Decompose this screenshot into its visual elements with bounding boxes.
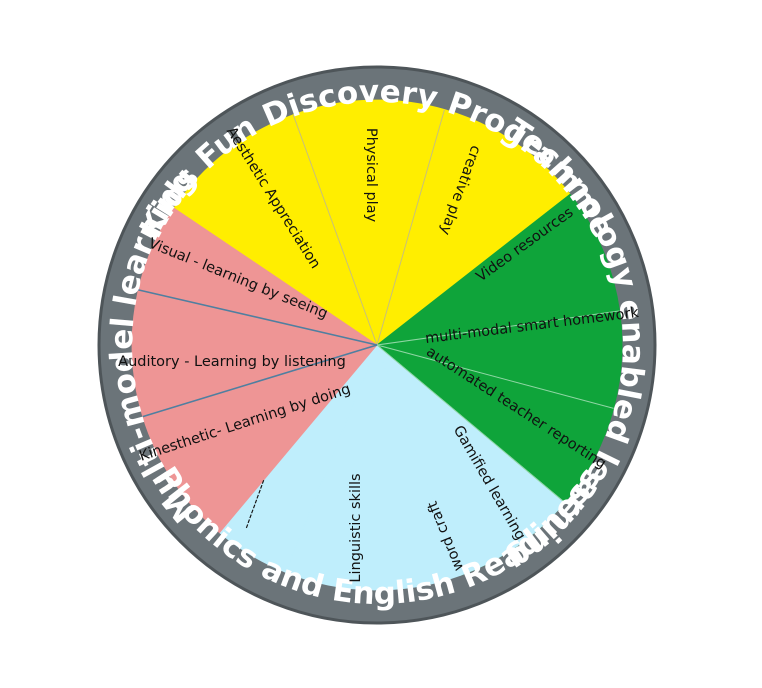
divider-pink-1 xyxy=(138,289,378,346)
divider-lines xyxy=(138,109,620,503)
sector-video xyxy=(375,193,621,346)
sector-auditory xyxy=(131,289,379,418)
divider-pink-0 xyxy=(142,344,378,418)
divider-yellow-0 xyxy=(292,114,378,346)
sector-reporting xyxy=(376,344,615,504)
sector-group xyxy=(131,99,623,591)
sector-creative xyxy=(376,108,571,347)
sector-aesthetic xyxy=(173,114,378,347)
divider-yellow-1 xyxy=(376,109,446,346)
sector-label-physical: Physical play xyxy=(363,128,379,223)
sector-label-auditory: Auditory - Learning by listening xyxy=(118,354,346,370)
divider-green-1 xyxy=(376,344,614,409)
sector-label-linguistic: Linguistic skills xyxy=(348,473,364,582)
divider-green-0 xyxy=(376,310,620,346)
sector-physical xyxy=(292,99,446,347)
sector-wordcraft xyxy=(376,343,566,576)
sector-kinesthetic xyxy=(142,344,379,534)
sector-linguistic xyxy=(284,343,462,591)
divider-green-2 xyxy=(376,344,566,503)
